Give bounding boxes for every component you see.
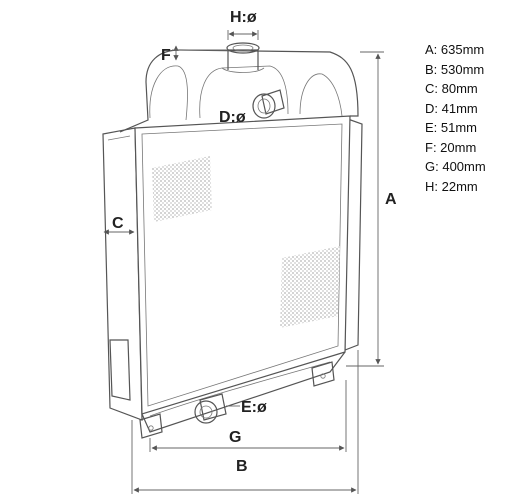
right-mounting-foot [311, 361, 335, 387]
label-h: H:ø [230, 9, 257, 26]
label-c: C [112, 215, 124, 232]
label-b: B [236, 458, 248, 475]
core-fin-texture-upper [152, 156, 212, 222]
radiator-body [102, 42, 363, 439]
top-tank-left-lobe [149, 65, 188, 121]
label-a: A [385, 191, 397, 208]
dimension-labels: H:ø F D:ø C A E:ø G B [112, 9, 397, 475]
label-e: E:ø [241, 399, 267, 416]
upper-outlet-pipe [252, 89, 285, 119]
filler-neck [221, 42, 265, 73]
lower-outlet-pipe [194, 393, 227, 424]
left-bracket-edge [107, 135, 131, 141]
dimension-lines [103, 30, 384, 494]
label-g: G [229, 429, 241, 446]
top-tank-right-lobe [299, 73, 343, 117]
bottom-tank [141, 351, 346, 433]
left-mounting-foot [139, 413, 163, 439]
label-d: D:ø [219, 109, 246, 126]
lower-left-plate [109, 339, 131, 401]
spec-item-h: H: 22mm [425, 178, 478, 194]
core-inner-frame [141, 123, 343, 407]
spec-item-f: F: 20mm [425, 139, 477, 155]
spec-item-c: C: 80mm [425, 81, 478, 96]
bottom-tank-seam [149, 361, 331, 417]
core-fin-texture-lower [280, 246, 340, 328]
spec-item-g: G: 400mm [425, 159, 486, 174]
spec-item-d: D: 41mm [425, 100, 478, 116]
spec-item-b: B: 530mm [425, 61, 485, 77]
dimension-spec-list: A: 635mm B: 530mm C: 80mm D: 41mm E: 51m… [425, 40, 486, 196]
spec-item-a: A: 635mm [425, 42, 485, 57]
label-f: F [161, 47, 171, 64]
spec-item-e: E: 51mm [425, 120, 478, 135]
